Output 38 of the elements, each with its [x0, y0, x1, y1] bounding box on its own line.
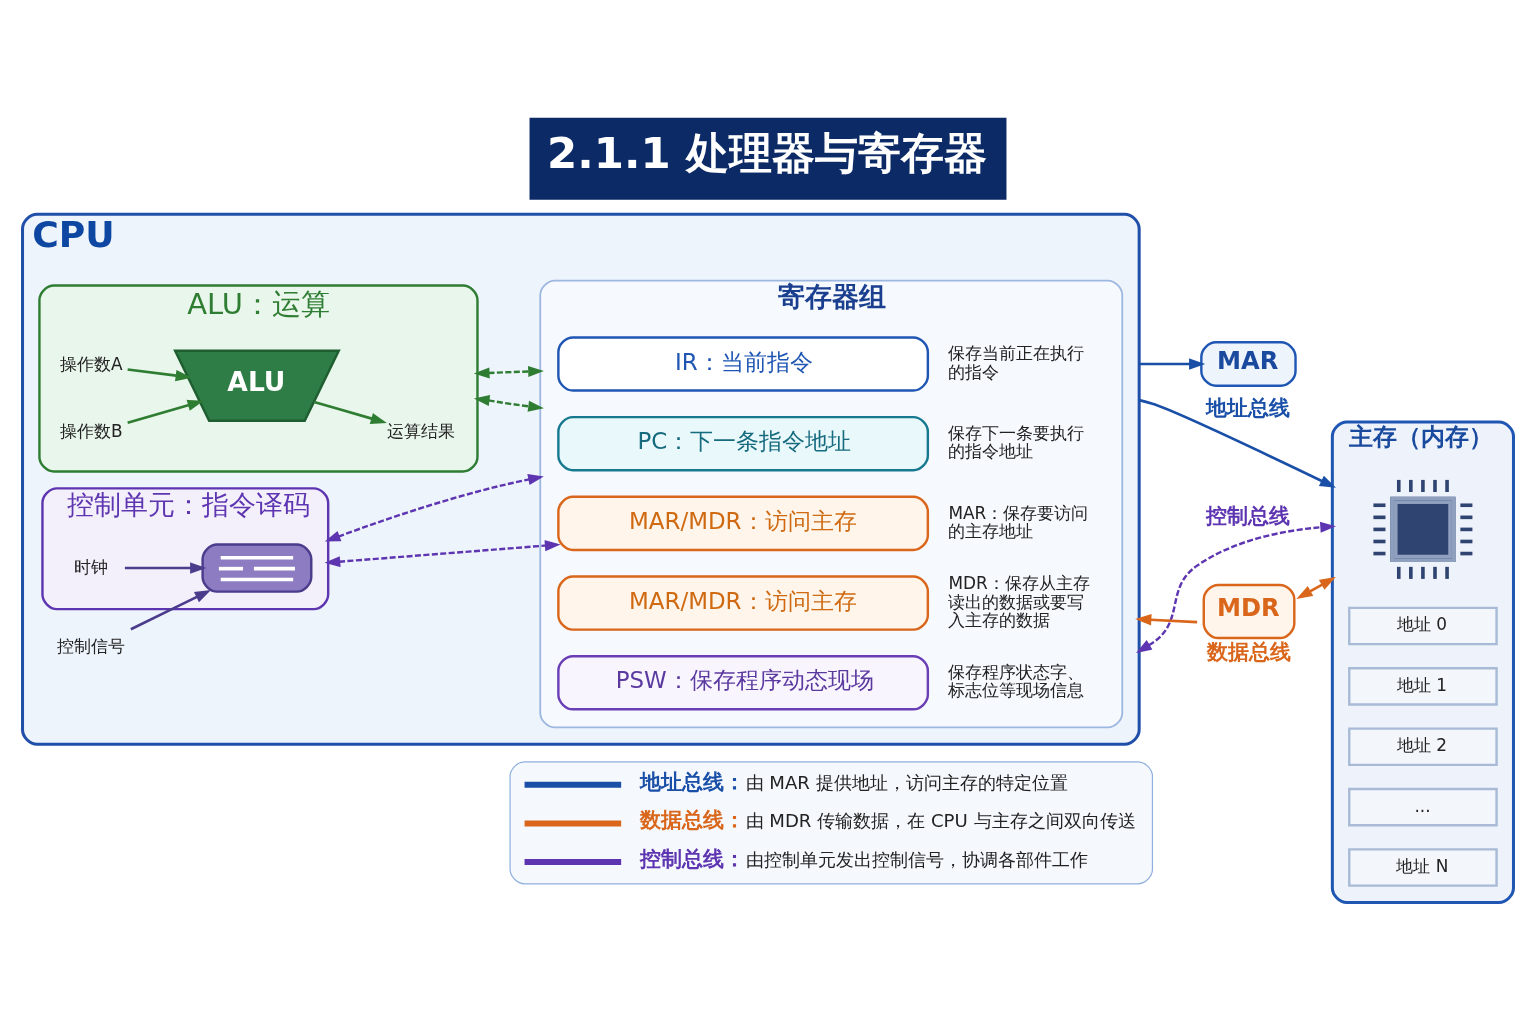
- arrow: [324, 473, 544, 542]
- node-box: 地址 1: [1348, 666, 1498, 706]
- arrow: [1135, 613, 1198, 625]
- arrow: [130, 589, 212, 630]
- node-text: 操作数A: [59, 353, 123, 374]
- node-box: 地址 0: [1348, 606, 1498, 645]
- node-box: MAR: [1200, 340, 1297, 387]
- node-box: 地址 N: [1348, 847, 1498, 887]
- node-text: 运算结果: [386, 420, 455, 441]
- node-label: 保存下一条要执行的指令地址: [948, 422, 1085, 461]
- edge-label: 地址总线: [1206, 395, 1291, 420]
- node-text: 时钟: [74, 556, 109, 577]
- legend-label: 数据总线：由 MDR 传输数据，在 CPU 与主存之间双向传送: [640, 807, 1136, 832]
- node-box: ...: [1348, 787, 1498, 826]
- node-text: 操作数B: [59, 420, 123, 441]
- node-label: MDR：保存从主存读出的数据或要写入主存的数据: [948, 572, 1090, 630]
- arrow: [127, 399, 204, 424]
- arrow: [473, 394, 544, 412]
- node-box: 地址 2: [1348, 726, 1498, 766]
- node-label: 保存当前正在执行的指令: [948, 342, 1085, 382]
- arrow: [127, 367, 192, 381]
- node-label: 数据总线: [1206, 639, 1291, 664]
- node-text: 控制信号: [56, 635, 125, 656]
- arrow: [324, 539, 561, 567]
- arrow: [313, 400, 387, 424]
- node-box: [201, 542, 313, 593]
- arrow: [1296, 576, 1336, 599]
- arrow: [1138, 398, 1336, 488]
- legend-label: 地址总线：由 MAR 提供地址，访问主存的特定位置: [640, 769, 1068, 794]
- arrow: [1139, 357, 1206, 370]
- edge-label: 控制总线: [1206, 503, 1291, 528]
- legend-label: 控制总线：由控制单元发出控制信号，协调各部件工作: [640, 846, 1088, 871]
- node-label: 保存程序状态字、标志位等现场信息: [948, 661, 1085, 700]
- arrow: [473, 365, 544, 378]
- arrow: [1136, 521, 1336, 653]
- diagram-title: 2.1.1 处理器与寄存器: [547, 127, 987, 178]
- node-label: MAR：保存要访问的主存地址: [948, 502, 1089, 541]
- arrow: [124, 561, 207, 574]
